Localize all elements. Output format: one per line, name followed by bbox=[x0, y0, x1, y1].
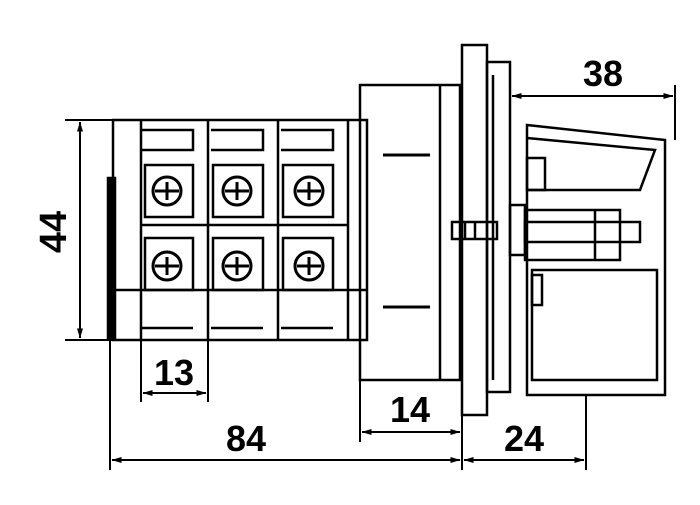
screw-icon bbox=[151, 175, 183, 207]
dim-label-38: 38 bbox=[583, 53, 623, 94]
handle-cover bbox=[508, 123, 667, 397]
dim-label-44: 44 bbox=[33, 211, 75, 253]
screw-icon bbox=[151, 250, 183, 282]
screw-icon bbox=[293, 250, 325, 282]
screw-icon bbox=[221, 250, 253, 282]
switch-body bbox=[358, 83, 462, 382]
screw-icon bbox=[293, 175, 325, 207]
dim-label-24: 24 bbox=[504, 418, 544, 459]
screw-icon bbox=[221, 175, 253, 207]
dim-label-84: 84 bbox=[226, 418, 266, 459]
terminal-screws bbox=[151, 175, 325, 282]
dim-label-13: 13 bbox=[154, 352, 194, 393]
terminal-block bbox=[106, 118, 369, 342]
dim-label-14: 14 bbox=[390, 389, 430, 430]
